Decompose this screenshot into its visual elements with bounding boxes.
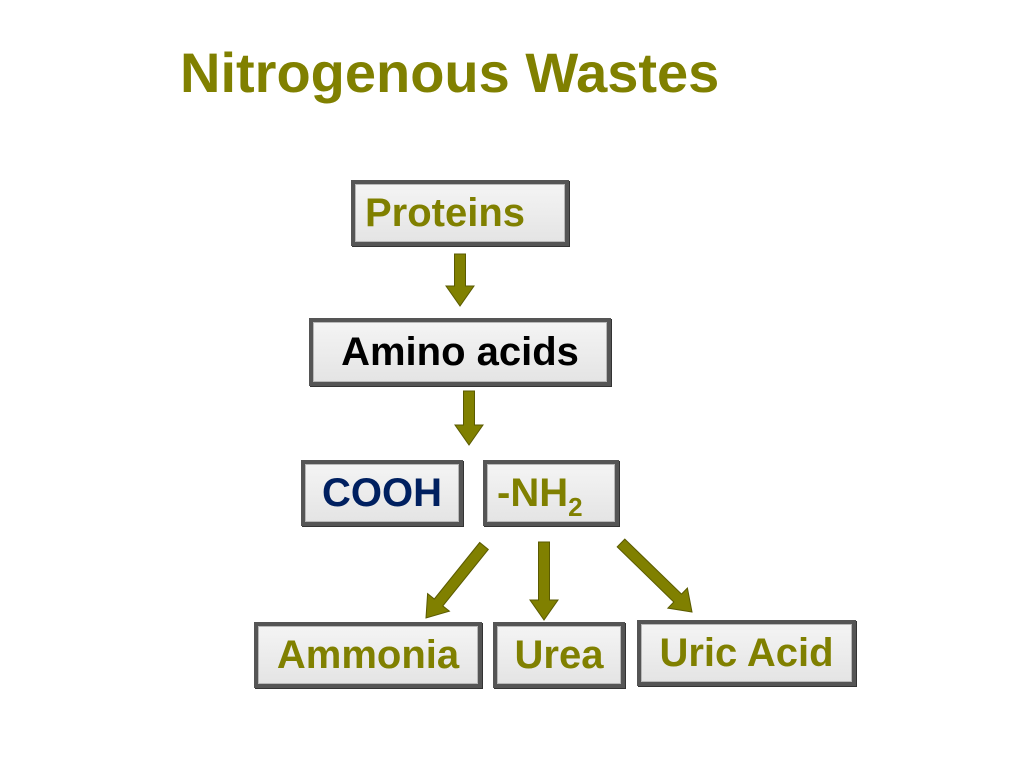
node-urea: Urea bbox=[493, 622, 625, 688]
arrow-proteins-to-amino bbox=[445, 253, 475, 307]
node-nh2-label: -NH2 bbox=[497, 470, 583, 520]
node-amino-acids: Amino acids bbox=[309, 318, 611, 386]
arrow-nh2-to-urea bbox=[529, 541, 559, 621]
arrow-nh2-to-uric-acid bbox=[616, 538, 693, 613]
node-urea-label: Urea bbox=[514, 632, 604, 677]
slide-title: Nitrogenous Wastes bbox=[180, 41, 720, 104]
node-proteins-label: Proteins bbox=[365, 190, 526, 235]
node-cooh: COOH bbox=[301, 460, 463, 526]
arrow-amino-to-groups bbox=[454, 390, 484, 446]
node-amino-acids-label: Amino acids bbox=[341, 329, 579, 374]
node-ammonia: Ammonia bbox=[254, 622, 482, 688]
arrow-nh2-to-ammonia bbox=[425, 541, 490, 619]
node-uric-acid: Uric Acid bbox=[637, 620, 856, 686]
node-ammonia-label: Ammonia bbox=[276, 632, 460, 677]
node-nh2-subscript: 2 bbox=[568, 491, 583, 522]
node-proteins: Proteins bbox=[351, 180, 569, 246]
node-nh2: -NH2 bbox=[483, 460, 619, 526]
node-cooh-label: COOH bbox=[322, 470, 442, 515]
node-nh2-main: -NH bbox=[497, 470, 569, 515]
node-uric-acid-label: Uric Acid bbox=[659, 630, 834, 675]
